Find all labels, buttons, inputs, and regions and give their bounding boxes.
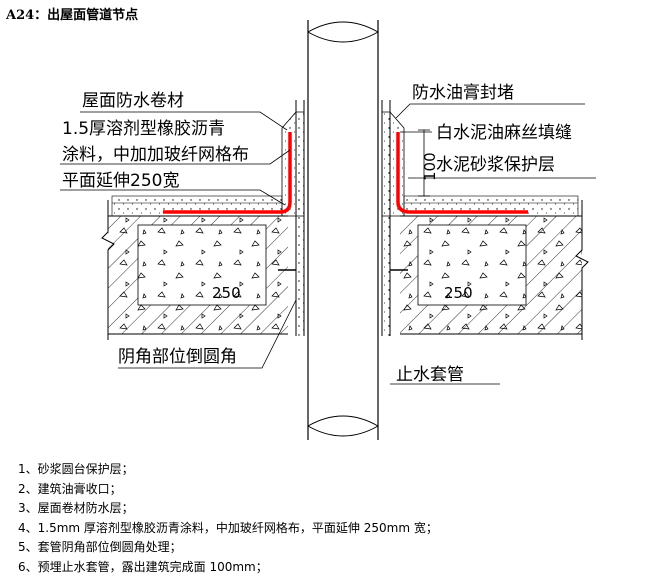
water-stop-sleeve [278,100,408,336]
label-white-cement: 白水泥油麻丝填缝 [436,123,572,143]
label-extend: 平面延伸250宽 [62,171,179,191]
note-1: 1、砂浆圆台保护层； [18,462,134,476]
pipe [307,20,379,440]
note-4: 4、1.5mm 厚溶剂型橡胶沥青涂料，中加玻纤网格布，平面延伸 250mm 宽； [18,520,438,535]
concrete-slab-right [400,215,582,335]
dim-250-right: 250 [444,284,473,302]
concrete-slab-left [108,215,288,335]
section-drawing: 100 250 250 屋面防水卷材 1.5厚溶剂型橡胶沥青 涂料，中加加玻纤网… [60,20,596,440]
note-2: 2、建筑油膏收口； [18,481,122,496]
label-sealant: 防水油膏封堵 [412,82,514,103]
label-coating-1: 1.5厚溶剂型橡胶沥青 [62,119,225,139]
waterproof-membrane [163,132,528,214]
label-sleeve: 止水套管 [396,365,464,385]
note-6: 6、预埋止水套管，露出建筑完成面 100mm； [18,559,268,574]
label-coating-2: 涂料，中加加玻纤网格布 [62,145,249,165]
label-mortar: 水泥砂浆保护层 [436,155,555,175]
dim-250-left: 250 [212,284,241,302]
note-5: 5、套管阴角部位倒圆角处理； [18,540,182,554]
dim-100: 100 [421,152,439,181]
notes-list: 1、砂浆圆台保护层； 2、建筑油膏收口； 3、屋面卷材防水层； 4、1.5mm … [18,460,438,577]
label-roof-membrane: 屋面防水卷材 [82,91,184,111]
label-concave-corner: 阴角部位倒圆角 [118,347,237,367]
note-3: 3、屋面卷材防水层； [18,501,134,515]
drawing-title: A24：出屋面管道节点 [6,8,139,23]
